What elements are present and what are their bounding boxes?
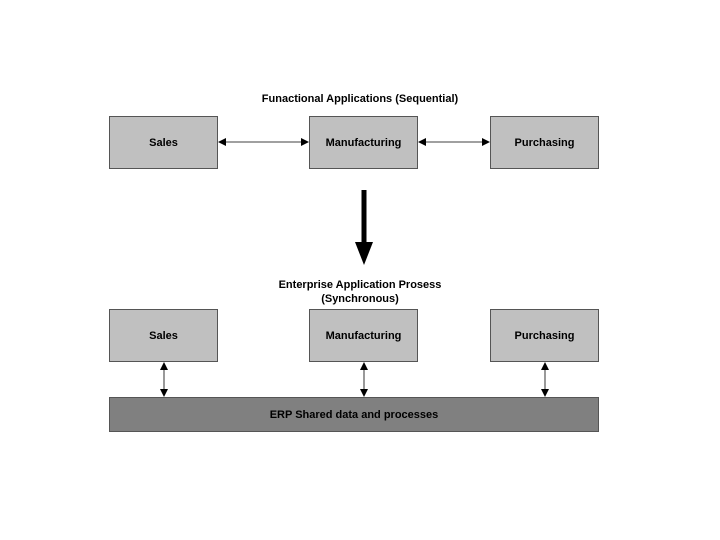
top-manufacturing-box: Manufacturing [309, 116, 418, 169]
transition-down-arrow [355, 190, 373, 265]
top-sales-box: Sales [109, 116, 218, 169]
erp-shared-bar: ERP Shared data and processes [109, 397, 599, 432]
bottom-title-line1: Enterprise Application Prosess [278, 279, 442, 291]
bottom-section-title: Enterprise Application Prosess (Synchron… [200, 278, 520, 306]
bottom-manufacturing-box: Manufacturing [309, 309, 418, 362]
bottom-sales-box: Sales [109, 309, 218, 362]
top-purchasing-box: Purchasing [490, 116, 599, 169]
bottom-purchasing-box: Purchasing [490, 309, 599, 362]
bottom-title-line2: (Synchronous) [321, 293, 399, 305]
top-section-title: Funactional Applications (Sequential) [261, 93, 459, 105]
